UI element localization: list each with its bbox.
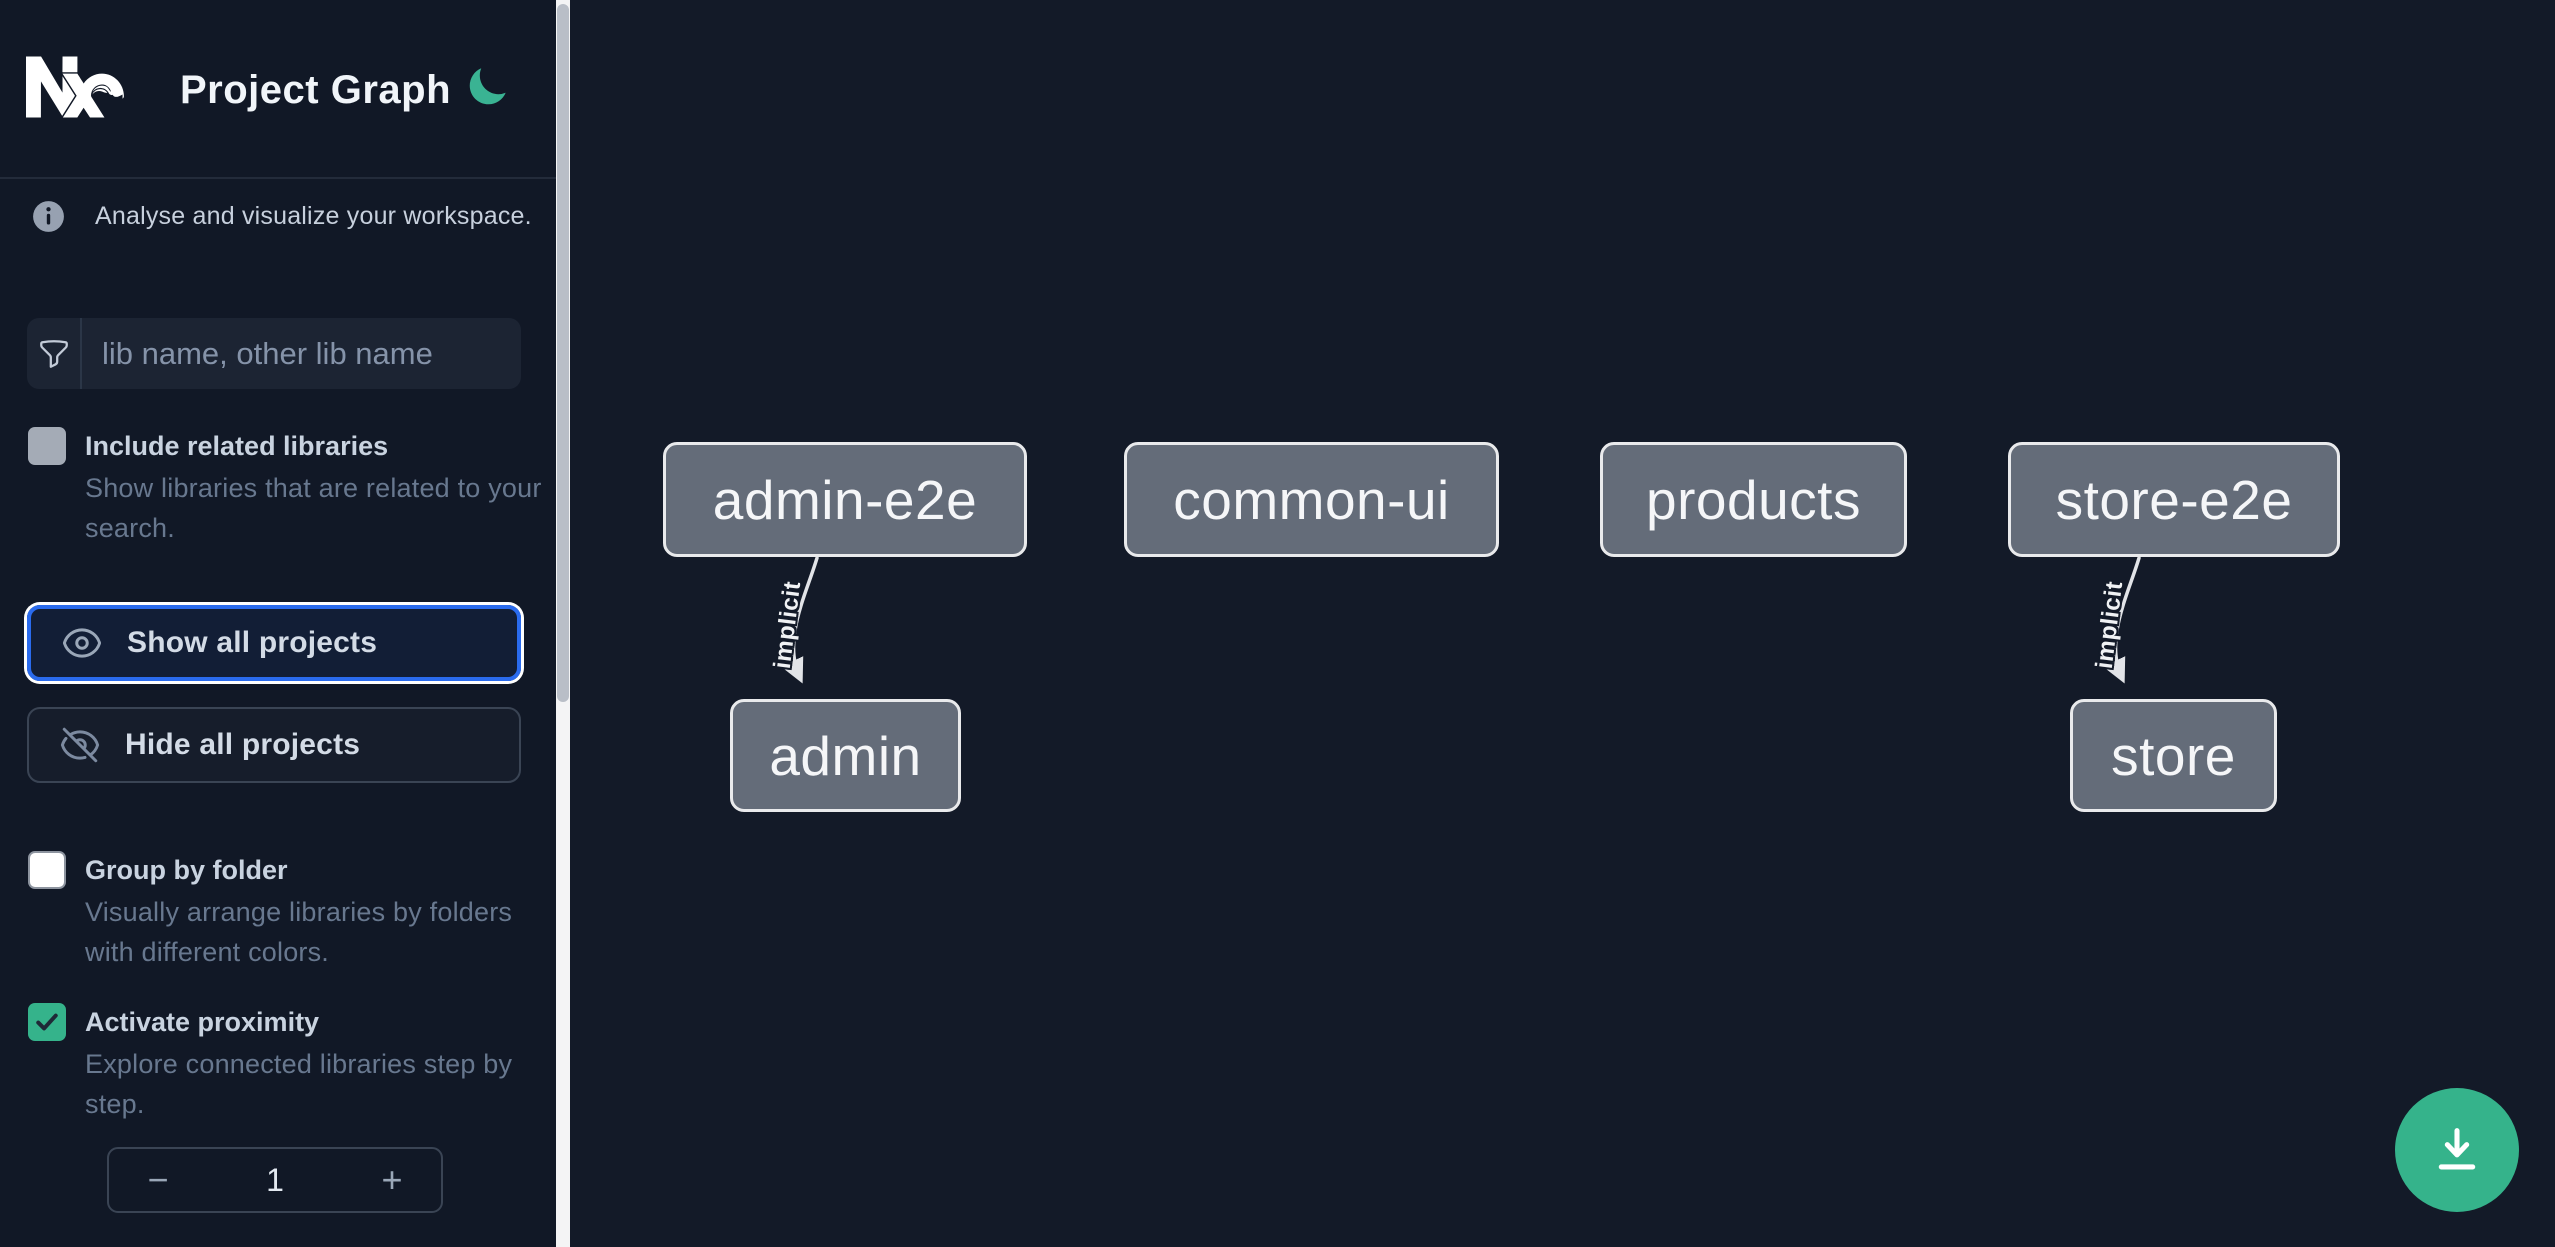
hide-all-projects-button[interactable]: Hide all projects <box>27 707 521 783</box>
theme-toggle-button[interactable] <box>464 64 510 110</box>
filter-input[interactable] <box>82 318 521 389</box>
eye-icon <box>31 622 103 664</box>
tagline-text: Analyse and visualize your workspace. <box>95 202 532 230</box>
sidebar-header: Project Graph <box>0 0 556 179</box>
checkmark-icon <box>33 1008 61 1036</box>
include-related-checkbox[interactable] <box>28 427 66 465</box>
sidebar-scrollbar-track <box>556 0 570 1247</box>
decrement-button[interactable]: − <box>109 1149 207 1211</box>
node-products[interactable]: products <box>1600 442 1907 557</box>
node-store[interactable]: store <box>2070 699 2277 812</box>
info-icon <box>30 198 67 235</box>
activate-proximity-checkbox[interactable] <box>28 1003 66 1041</box>
download-icon <box>2428 1121 2486 1179</box>
activate-proximity-label: Activate proximity <box>85 1007 320 1037</box>
download-graph-button[interactable] <box>2395 1088 2519 1212</box>
page-title: Project Graph <box>180 68 452 112</box>
show-all-projects-label: Show all projects <box>127 626 378 659</box>
include-related-description: Show libraries that are related to your … <box>85 473 542 543</box>
sidebar: Project Graph Analyse and visualize your… <box>0 0 570 1247</box>
node-admin[interactable]: admin <box>730 699 961 812</box>
hide-all-projects-label: Hide all projects <box>125 728 361 761</box>
edge-admin-e2e-to-admin[interactable] <box>781 556 819 684</box>
graph-canvas[interactable]: implicit implicit admin-e2e common-ui pr… <box>570 0 2555 1247</box>
include-related-label: Include related libraries <box>85 431 389 461</box>
nx-logo-icon <box>26 52 124 124</box>
group-by-folder-description: Visually arrange libraries by folders wi… <box>85 897 513 967</box>
sidebar-scrollbar-thumb[interactable] <box>557 4 569 702</box>
graph-edges <box>781 556 2141 684</box>
group-by-folder-label: Group by folder <box>85 855 288 885</box>
proximity-depth-value: 1 <box>266 1161 284 1198</box>
increment-button[interactable]: + <box>343 1149 441 1211</box>
node-admin-e2e[interactable]: admin-e2e <box>663 442 1027 557</box>
show-all-projects-button[interactable]: Show all projects <box>27 605 521 681</box>
group-by-folder-checkbox[interactable] <box>28 851 66 889</box>
moon-icon <box>464 68 510 113</box>
funnel-icon <box>27 318 82 389</box>
option-activate-proximity: Activate proximity Explore connected lib… <box>28 1000 533 1124</box>
eye-slash-icon <box>29 724 101 766</box>
option-include-related: Include related libraries Show libraries… <box>28 424 541 548</box>
option-group-by-folder: Group by folder Visually arrange librari… <box>28 848 533 972</box>
proximity-depth-stepper: − 1 + <box>107 1147 443 1213</box>
activate-proximity-description: Explore connected libraries step by step… <box>85 1049 513 1119</box>
edge-store-e2e-to-store[interactable] <box>2103 556 2141 684</box>
filter-box <box>27 318 521 389</box>
node-store-e2e[interactable]: store-e2e <box>2008 442 2340 557</box>
tagline-row: Analyse and visualize your workspace. <box>30 198 532 235</box>
node-common-ui[interactable]: common-ui <box>1124 442 1499 557</box>
